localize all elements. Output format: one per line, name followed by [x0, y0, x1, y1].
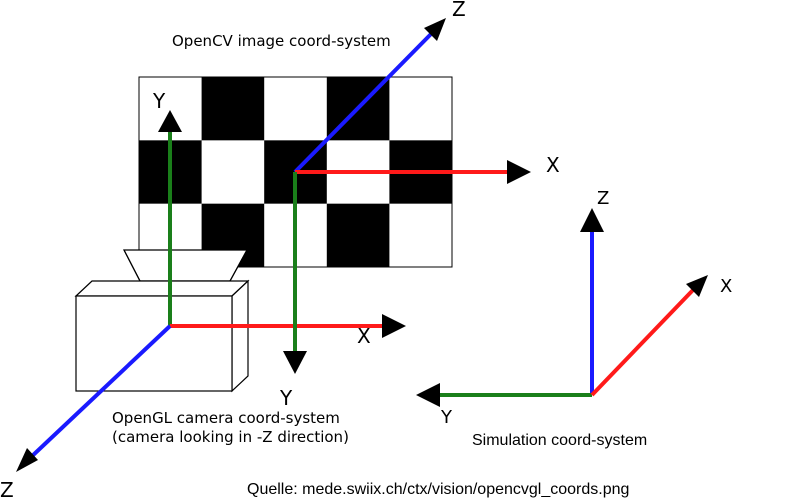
simulation-axes: [416, 208, 708, 407]
opengl-z-label: Z: [0, 478, 14, 500]
opencv-x-arrowhead-icon: [507, 160, 531, 184]
opengl-y-arrowhead-icon: [158, 110, 182, 132]
opengl-caption-line1: OpenGL camera coord-system: [112, 409, 340, 427]
opengl-z-axis: [28, 324, 172, 460]
checkerboard-square: [326, 203, 390, 268]
opengl-x-arrowhead-icon: [382, 314, 406, 338]
checkerboard-square: [389, 77, 453, 141]
simulation-z-label: Z: [597, 188, 609, 209]
simulation-caption: Simulation coord-system: [472, 432, 648, 449]
opencv-axes: [283, 18, 531, 374]
simulation-y-arrowhead-icon: [416, 383, 440, 407]
camera-body-icon: [74, 279, 250, 393]
simulation-z-arrowhead-icon: [580, 208, 604, 232]
opencv-x-label: X: [546, 153, 560, 177]
simulation-x-arrowhead-icon: [686, 275, 708, 297]
opencv-z-label: Z: [452, 0, 466, 21]
opencv-y-label: Y: [279, 386, 293, 410]
source-caption: Quelle: mede.swiix.ch/ctx/vision/opencvg…: [247, 481, 630, 498]
simulation-x-label: X: [720, 276, 732, 297]
checkerboard-square: [264, 77, 328, 141]
checkerboard-square: [389, 203, 453, 268]
opengl-caption-line2: (camera looking in -Z direction): [112, 428, 349, 446]
opengl-y-label: Y: [152, 89, 166, 113]
opencv-z-axis: [293, 31, 434, 174]
checkerboard-square: [201, 140, 265, 205]
opengl-z-arrowhead-icon: [16, 448, 38, 472]
simulation-y-label: Y: [440, 407, 453, 428]
simulation-x-axis: [590, 288, 695, 397]
opencv-y-arrowhead-icon: [283, 351, 307, 374]
opencv-z-arrowhead-icon: [424, 18, 446, 41]
opengl-x-label: X: [357, 324, 371, 348]
opencv-caption: OpenCV image coord-system: [172, 32, 391, 50]
checkerboard-square: [201, 77, 265, 141]
camera-lens-hood-icon: [123, 249, 249, 282]
opengl-axes: [16, 110, 406, 472]
